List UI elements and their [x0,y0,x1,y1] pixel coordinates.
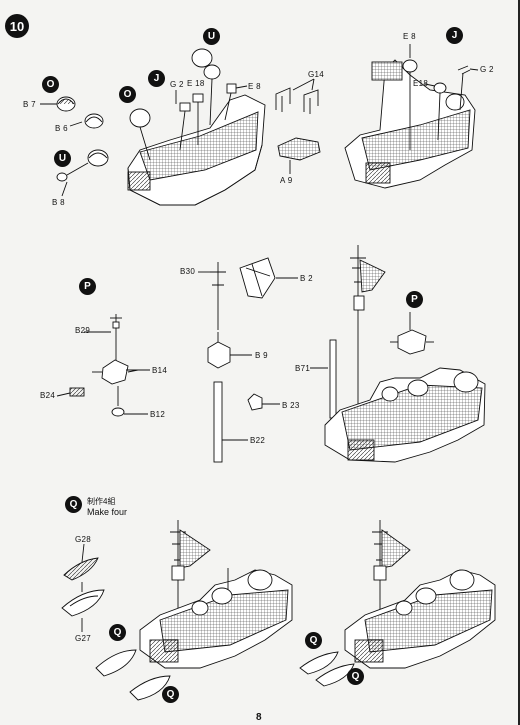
turret-parts-group [40,96,109,197]
boat-parts [61,543,171,701]
badge-letter: U [207,31,216,42]
badge-letter: Q [69,499,78,510]
part-label: E 8 [248,82,261,91]
part-label: B 23 [282,401,300,410]
part-label: G 2 [480,65,494,74]
part-group-badge-j: J [446,27,463,44]
page-number: 8 [256,712,262,723]
badge-letter: Q [113,627,122,638]
part-group-badge-o: O [42,76,59,93]
part-group-badge-o: O [119,86,136,103]
hull-section-1 [127,48,266,206]
badge-letter: Q [166,689,175,700]
hull-section-4 [139,520,293,669]
part-group-badge-p: P [79,278,96,295]
part-label: B 8 [52,198,65,207]
part-label: A 9 [280,176,293,185]
badge-letter: Q [309,635,318,646]
part-label: B29 [75,326,91,335]
part-label: E 8 [403,32,416,41]
part-label: B 9 [255,351,268,360]
part-group-badge-j: J [148,70,165,87]
part-label: B71 [295,364,311,373]
hull-section-2 [344,44,479,189]
step-number-badge: 10 [5,14,29,38]
part-group-badge-q: Q [347,668,364,685]
part-label: B 6 [55,124,68,133]
main-mast-assembly [198,257,298,463]
step-number: 10 [9,18,25,34]
badge-letter: O [46,79,55,90]
part-label: B12 [150,410,166,419]
badge-letter: P [84,281,91,292]
mast-subassembly-parts [56,314,150,417]
hull-section-5 [299,520,496,687]
railing-assembly [275,78,321,174]
part-label: G27 [75,634,92,643]
part-group-badge-p: P [406,291,423,308]
part-label: B30 [180,267,196,276]
part-group-badge-q: Q [162,686,179,703]
badge-letter: U [58,153,67,164]
part-group-badge-q: Q [65,496,82,513]
make-four-note-en: Make four [87,507,128,517]
part-label: G 2 [170,80,184,89]
part-label: G14 [308,70,325,79]
part-label: B22 [250,436,266,445]
part-label: B 7 [23,100,36,109]
part-label: G28 [75,535,92,544]
badge-letter: P [411,294,418,305]
badge-letter: O [123,89,132,100]
part-label: B24 [40,391,56,400]
make-four-note-cn: 制作4組 [87,497,116,506]
hull-section-3 [310,245,486,463]
part-label: B14 [152,366,168,375]
badge-letter: Q [351,671,360,682]
part-group-badge-u: U [203,28,220,45]
part-label: B 2 [300,274,313,283]
part-group-badge-q: Q [109,624,126,641]
part-label: E18 [413,79,429,88]
part-label: E 18 [187,79,205,88]
part-group-badge-u: U [54,150,71,167]
part-group-badge-q: Q [305,632,322,649]
badge-letter: J [153,73,160,84]
badge-letter: J [451,30,458,41]
